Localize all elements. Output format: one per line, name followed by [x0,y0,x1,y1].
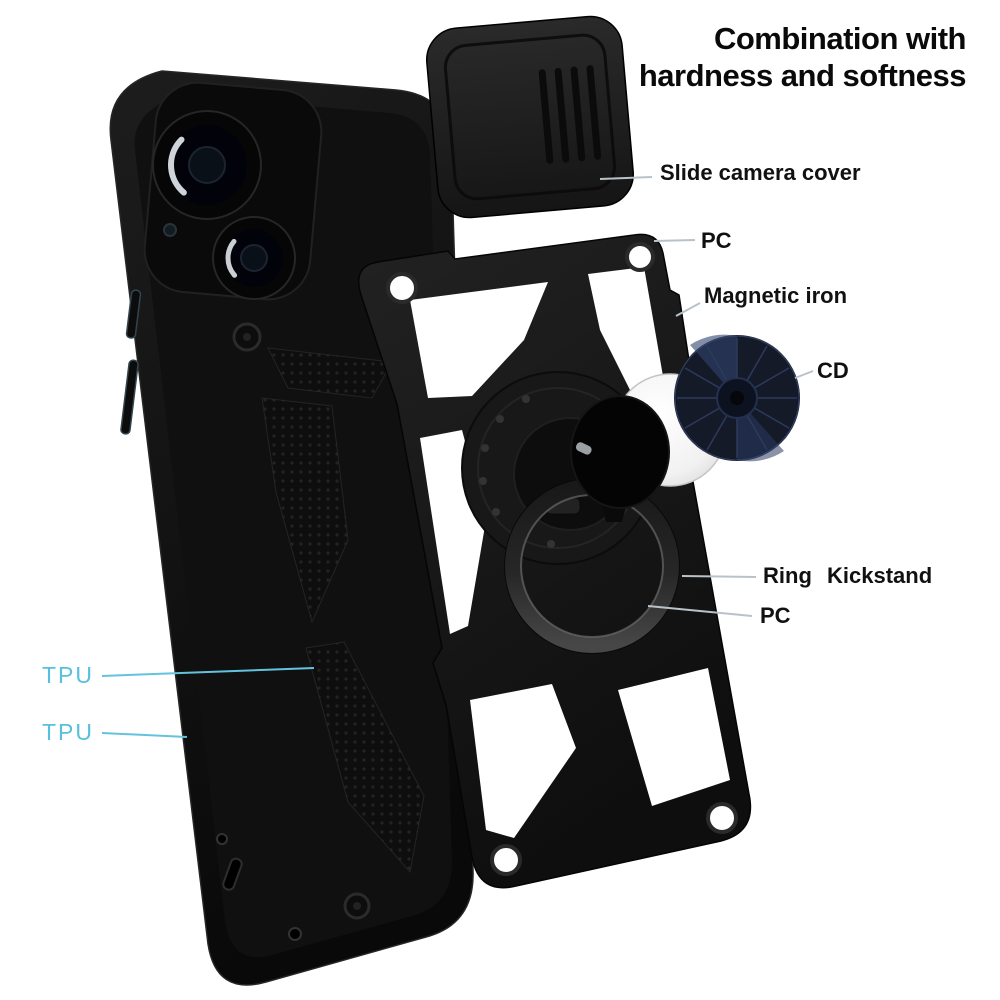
leader-cd [794,370,814,379]
ring-knob [570,395,670,522]
cd-grooves [677,338,797,458]
cd-disc [674,334,800,462]
leader-tpu-upper [101,667,315,677]
label-tpu-lower: TPU [42,719,94,745]
label-ring-kickstand: Ring Kickstand [763,563,933,588]
camera-lens-large [152,110,262,220]
leader-lines [599,176,814,617]
phone-case [109,70,474,986]
camera-island [143,81,323,301]
label-pc-right: PC [760,603,791,628]
headline-line2: hardness and softness [638,58,967,93]
label-magnetic-iron: Magnetic iron [704,283,848,308]
camera-lens-small [212,216,296,300]
frame-openings [410,267,730,838]
case-armor-texture [261,347,425,874]
label-slide-camera-cover: Slide camera cover [660,160,861,185]
leader-ring-kickstand [681,575,757,578]
headline-line1: Combination with [713,21,967,56]
cover-grip-lines [538,65,602,164]
leader-tpu-lower [101,732,188,738]
flash-dot [163,223,177,237]
label-pc-top: PC [701,228,732,253]
frame-corner-holes [386,242,738,876]
leader-pc-top [653,239,696,242]
label-cd: CD [817,358,849,383]
slide-camera-cover [426,15,634,219]
case-details [216,322,371,941]
tpu-leader-lines [101,667,315,738]
leader-magnetic-iron [675,302,701,317]
leader-slide-camera-cover [599,176,653,180]
kickstand-mechanism [461,371,727,654]
headline: Combination with hardness and softness [566,20,967,94]
side-buttons [120,289,142,435]
leader-pc-right [647,605,753,617]
label-tpu-upper: TPU [42,662,94,688]
